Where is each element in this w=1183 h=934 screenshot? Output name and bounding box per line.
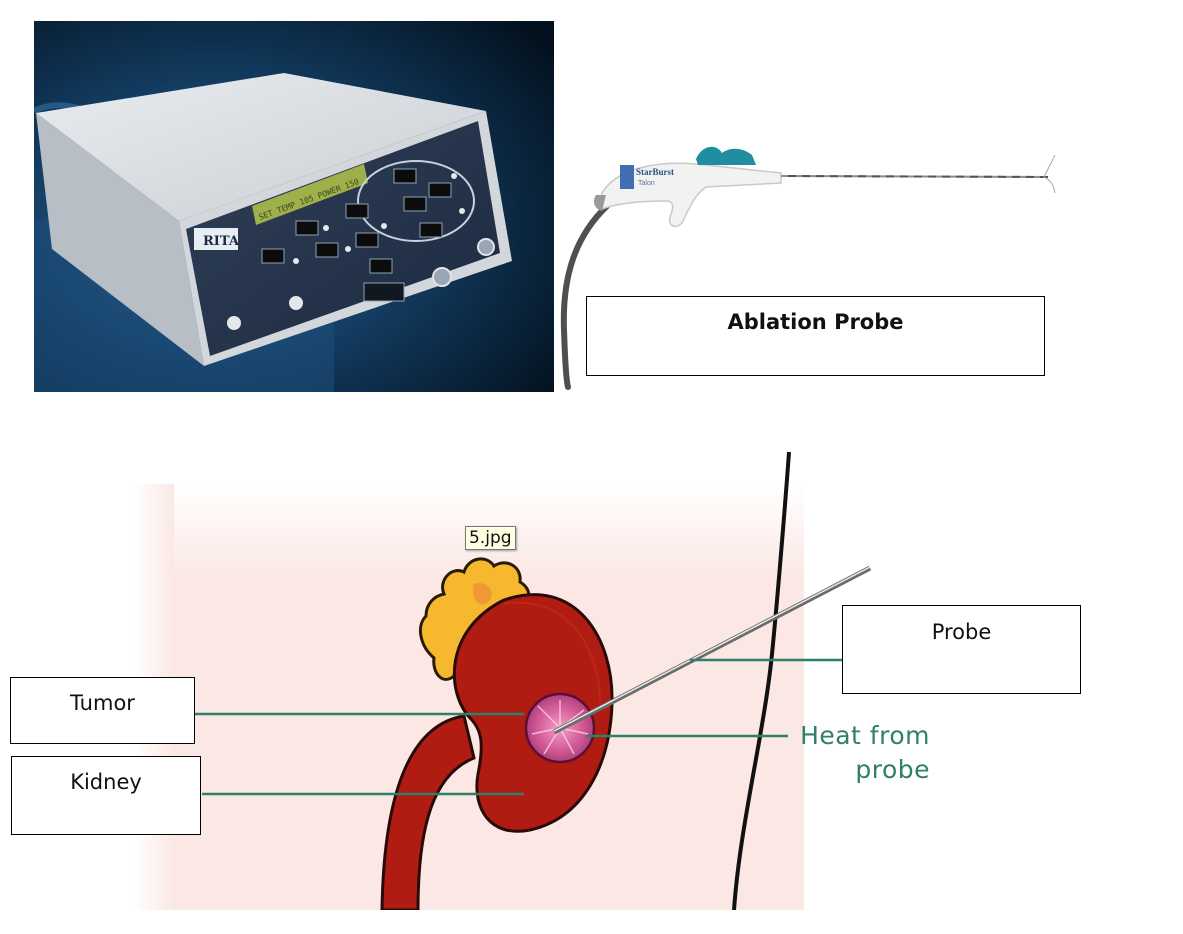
kidney-label-box: Kidney — [11, 756, 201, 835]
tumor-label-box: Tumor — [10, 677, 195, 744]
heat-from-probe-text: Heat from probe — [780, 719, 930, 787]
rf-generator-photo: RITA SET TEMP 105 POWER 150 — [32, 21, 554, 392]
tumor-label: Tumor — [70, 691, 135, 715]
probe-model: Talon — [638, 180, 655, 187]
heat-text-line1: Heat from — [800, 721, 930, 750]
probe-brand: StarBurst — [636, 167, 674, 177]
probe-label: Probe — [931, 620, 992, 644]
generator-brand: RITA — [203, 234, 240, 249]
ablation-probe-photo: StarBurst Talon — [556, 125, 1066, 395]
ablation-probe-label-box: Ablation Probe — [586, 296, 1045, 376]
heat-text-line2: probe — [855, 755, 930, 784]
body-outline — [732, 451, 791, 911]
kidney-label: Kidney — [70, 770, 142, 794]
probe-label-box: Probe — [842, 605, 1081, 694]
probe-needle — [552, 565, 872, 735]
kidney-ablation-illustration — [34, 404, 930, 912]
ablation-probe-label: Ablation Probe — [727, 310, 904, 334]
filename-tooltip: 5.jpg — [465, 526, 516, 550]
